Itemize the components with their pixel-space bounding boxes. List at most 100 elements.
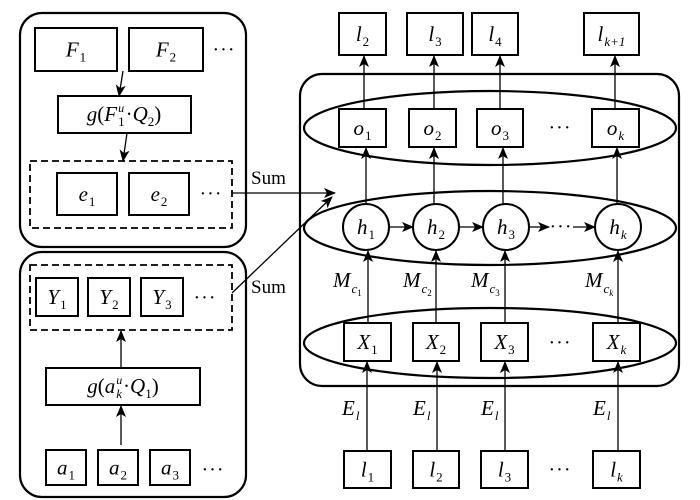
token-box-4: lk <box>592 450 641 489</box>
formula-q-subscript: 1 <box>145 386 152 401</box>
feature-embedding-e2-border <box>128 172 190 216</box>
attribute-input-a2-label: a2 <box>109 456 127 483</box>
formula-dot: · <box>126 102 133 126</box>
token-box-3-label: l3 <box>498 458 511 485</box>
attribute-module-border <box>18 250 248 499</box>
context-weight-1-sub-subscript: 1 <box>357 288 362 298</box>
attribute-embedding-y1-border <box>35 277 79 317</box>
output-box-2-border <box>408 108 457 148</box>
hidden-node-4-subscript: k <box>621 227 627 242</box>
formula-q-subscript: 2 <box>148 114 155 129</box>
attribute-input-a2: a2 <box>97 449 139 486</box>
feature-embedding-e1-border <box>56 172 118 216</box>
output-box-1-label: o1 <box>354 116 372 143</box>
attribute-input-a2-symbol: a <box>109 456 120 480</box>
sequence-model <box>298 72 681 388</box>
hidden-node-3-label: h3 <box>497 215 515 242</box>
input-box-1: X1 <box>343 322 392 362</box>
attribute-input-a3: a3 <box>149 449 191 486</box>
token-box-1-subscript: 1 <box>368 470 375 485</box>
embedding-label-2-symbol: E <box>412 396 426 420</box>
output-box-4-label: ok <box>607 116 625 143</box>
input-layer-ellipse <box>302 306 678 380</box>
context-weight-4-subscript: c <box>604 281 610 296</box>
attribute-input-a1: a1 <box>45 449 87 486</box>
feature-embedding-e1-symbol: e <box>79 182 88 206</box>
formula-superscript: u <box>116 373 122 387</box>
formula-close-paren: ) <box>152 374 159 398</box>
context-weight-4-label: Mck <box>584 268 614 298</box>
attribute-embedding-y3-subscript: 3 <box>165 297 172 312</box>
attribute-embedding-group <box>29 264 233 331</box>
target-box-2-subscript: 3 <box>435 34 442 49</box>
attribute-embedding-y2-subscript: 2 <box>112 297 119 312</box>
feature-embedding-e1-subscript: 1 <box>89 194 96 209</box>
attribute-embeddings-ellipsis: ··· <box>194 287 217 309</box>
attribute-input-a2-border <box>97 449 139 486</box>
feature-input-f2-symbol: F <box>155 38 169 62</box>
token-box-4-symbol: l <box>610 458 616 482</box>
output-box-3-subscript: 3 <box>503 128 510 143</box>
token-box-2-subscript: 2 <box>436 470 443 485</box>
feature-embedding-e2-symbol: e <box>151 182 160 206</box>
output-box-4: ok <box>591 108 640 148</box>
output-box-2-symbol: o <box>424 116 435 140</box>
attribute-input-a3-label: a3 <box>161 456 179 483</box>
formula-q: Q <box>133 102 148 126</box>
token-box-4-border <box>592 450 641 489</box>
output-box-2-subscript: 2 <box>435 128 442 143</box>
token-box-4-subscript: k <box>617 470 623 485</box>
token-box-1-label: l1 <box>361 458 374 485</box>
attribute-embedding-y3: Y3 <box>140 277 184 317</box>
output-box-4-symbol: o <box>607 116 618 140</box>
input-box-3: X3 <box>480 322 529 362</box>
context-weight-4-symbol: M <box>584 268 604 292</box>
context-weight-2-label: Mc2 <box>402 268 432 298</box>
feature-embeddings-ellipsis: ··· <box>200 183 223 205</box>
context-weight-1-symbol: M <box>332 268 352 292</box>
token-box-3-symbol: l <box>498 458 504 482</box>
token-box-2: l2 <box>412 450 460 489</box>
target-box-2: l3 <box>406 12 464 56</box>
attribute-embedding-y2-label: Y2 <box>99 285 118 312</box>
attribute-embedding-y1-symbol: Y <box>47 285 61 309</box>
target-box-4-symbol: l <box>598 22 604 46</box>
input-box-2-label: X2 <box>425 330 446 357</box>
target-box-2-border <box>406 12 464 56</box>
output-box-1: o1 <box>338 108 387 148</box>
input-box-4-symbol: X <box>606 330 621 354</box>
arrow-features-to-transform <box>115 70 126 97</box>
feature-embedding-e2: e2 <box>128 172 190 216</box>
embedding-label-2-subscript: l <box>427 408 431 423</box>
feature-sum-label: Sum <box>251 168 286 189</box>
embedding-label-2-label: El <box>412 396 431 423</box>
attribute-input-a3-subscript: 3 <box>173 468 180 483</box>
attribute-input-a3-border <box>149 449 191 486</box>
embedding-label-1-subscript: l <box>356 408 360 423</box>
feature-embedding-e1: e1 <box>56 172 118 216</box>
context-weight-2-sub-subscript: 2 <box>427 288 432 298</box>
target-box-4: lk+1 <box>583 12 640 56</box>
input-box-4-label: Xk <box>606 330 627 357</box>
target-box-4-border <box>583 12 640 56</box>
formula-close-paren: ) <box>154 102 161 126</box>
context-weight-1-label: Mc1 <box>332 268 362 298</box>
embedding-label-3-symbol: E <box>480 396 494 420</box>
token-box-3: l3 <box>480 450 529 489</box>
attribute-input-a1-border <box>45 449 87 486</box>
formula-function: g <box>87 102 98 126</box>
token-box-1-symbol: l <box>361 458 367 482</box>
context-weight-4-sub-subscript: k <box>609 288 614 298</box>
hidden-node-4-symbol: h <box>609 215 620 239</box>
feature-embedding-e2-label: e2 <box>151 182 168 209</box>
output-layer-ellipse <box>302 89 678 167</box>
input-box-2-symbol: X <box>425 330 440 354</box>
hidden-node-3: h3 <box>482 203 530 251</box>
feature-input-f2-label: F2 <box>155 38 176 65</box>
input-box-1-label: X1 <box>356 330 377 357</box>
attribute-input-a1-label: a1 <box>57 456 75 483</box>
context-weight-2-subscript: c <box>422 281 428 296</box>
